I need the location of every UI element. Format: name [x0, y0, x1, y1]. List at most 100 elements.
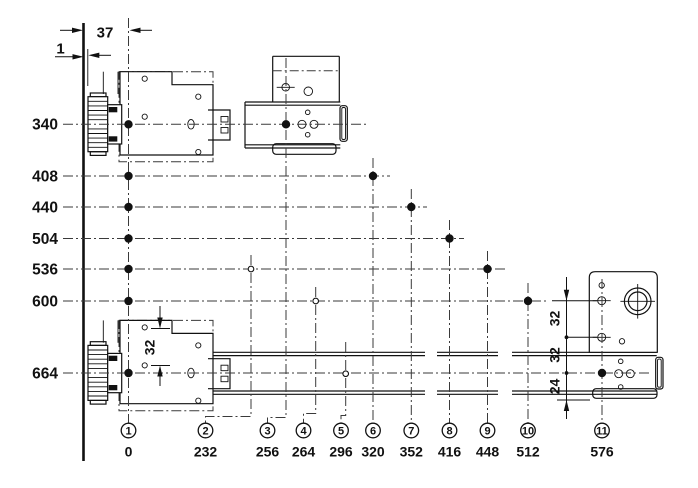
position-value-10: 512 [516, 444, 540, 460]
position-value-7: 352 [400, 444, 424, 460]
dim-hole-pitch-left: 32 [142, 306, 170, 386]
dim-hole-pitch-left-label: 32 [142, 340, 158, 356]
hole-marker-filled [445, 234, 454, 243]
rail-bottom-flange-top [272, 143, 337, 155]
front-bracket-bottom [87, 341, 123, 405]
hole-marker-filled [523, 296, 533, 306]
row-label-408: 408 [32, 168, 58, 185]
position-value-9: 448 [476, 444, 500, 460]
hole-marker-filled [368, 171, 378, 181]
hole-marker-open [247, 265, 255, 273]
screw-hole [195, 148, 202, 156]
position-value-11: 576 [590, 444, 614, 460]
arrowhead [563, 289, 570, 301]
dim-right-chain: 32 32 24 [547, 277, 597, 419]
arrowhead [563, 400, 570, 411]
position-ref-circle-9 [479, 422, 496, 439]
hole-marker-filled [124, 234, 133, 243]
hole-marker-filled [124, 264, 133, 274]
hole-marker-filled [124, 368, 133, 378]
arrowhead [129, 27, 141, 33]
hole-marker-filled [407, 202, 416, 212]
position-ref-circle-2 [197, 422, 214, 439]
position-ref-number-8: 8 [446, 426, 452, 438]
rail-end-cap-bottom [655, 356, 664, 390]
row-label-340: 340 [32, 117, 58, 134]
arrowhead [157, 317, 163, 329]
position-value-3: 256 [256, 444, 280, 460]
rail-coupling-top [208, 109, 231, 141]
position-ref-number-6: 6 [370, 426, 376, 438]
row-label-664: 664 [32, 365, 58, 382]
arrowhead [88, 52, 100, 58]
bottom-rail [213, 351, 664, 399]
hole-marker-filled [124, 202, 133, 212]
screw-hole [195, 93, 202, 100]
adjustment-boss [620, 284, 655, 319]
screw-hole [141, 113, 148, 120]
position-ref-number-10: 10 [522, 426, 534, 438]
hole-marker-open [342, 370, 350, 378]
hole-marker-filled [124, 296, 133, 306]
hole-marker-filled [281, 120, 291, 129]
dim-wall-offset-label: 37 [97, 25, 114, 42]
position-ref-number-9: 9 [484, 426, 490, 438]
rail-end-cap-top [339, 105, 348, 142]
hole-marker-filled [597, 368, 607, 378]
rail-rear-section-top [244, 55, 348, 155]
screw-hole [141, 324, 148, 331]
column-line-4 [303, 287, 317, 423]
row-label-440: 440 [32, 199, 58, 216]
screw-hole [141, 362, 148, 369]
dim-chain-mid-label: 32 [547, 347, 563, 363]
arrowhead [72, 54, 84, 60]
hole-marker-filled [483, 264, 492, 274]
hole-marker-filled [124, 171, 133, 181]
position-ref-number-2: 2 [202, 426, 208, 438]
hole-marker-filled [124, 120, 133, 129]
column-line-5 [340, 342, 347, 423]
hole-marker-open [312, 297, 320, 305]
dim-node [564, 371, 569, 375]
rail-body-top [244, 101, 341, 149]
screw-hole [195, 397, 202, 404]
position-ref-number-5: 5 [338, 426, 344, 438]
row-label-536: 536 [32, 261, 58, 278]
position-value-1: 0 [125, 444, 133, 460]
screw-hole [195, 342, 202, 349]
position-ref-circle-1 [120, 422, 137, 439]
rail-flange-lines [213, 351, 657, 395]
row-label-504: 504 [32, 231, 58, 248]
dim-front-gap-label: 1 [56, 41, 64, 58]
position-ref-circle-6 [365, 422, 381, 439]
position-ref-number-4: 4 [300, 426, 307, 438]
slide-front-assembly-top [87, 71, 231, 156]
mounting-plate-bottom [119, 319, 214, 405]
position-ref-circle-7 [403, 422, 420, 439]
slide-front-assembly-bottom [87, 319, 231, 405]
position-ref-number-3: 3 [264, 426, 270, 438]
position-ref-circle-8 [441, 422, 458, 439]
rail-coupling-bottom [208, 358, 231, 390]
dimension-callouts: 37 1 32 32 32 24 [55, 25, 597, 419]
position-value-8: 416 [438, 444, 462, 460]
position-ref-number-11: 11 [596, 426, 608, 438]
screw-hole [303, 86, 314, 97]
screw-hole [141, 75, 148, 82]
mounting-plate-top [119, 71, 214, 156]
axis-labels: 3404084405045366006641022323256426452966… [32, 117, 614, 460]
hole-position-markers [124, 120, 607, 378]
arrowhead [157, 365, 163, 377]
position-value-6: 320 [361, 444, 385, 460]
position-value-5: 296 [329, 444, 353, 460]
position-ref-circle-4 [295, 422, 312, 439]
position-ref-number-7: 7 [408, 426, 414, 438]
position-ref-circle-11 [594, 422, 610, 439]
arrowhead [72, 27, 83, 33]
dim-chain-top-label: 32 [547, 311, 563, 327]
column-line-2 [205, 255, 252, 423]
position-ref-circle-10 [520, 422, 536, 439]
row-label-600: 600 [32, 293, 58, 310]
